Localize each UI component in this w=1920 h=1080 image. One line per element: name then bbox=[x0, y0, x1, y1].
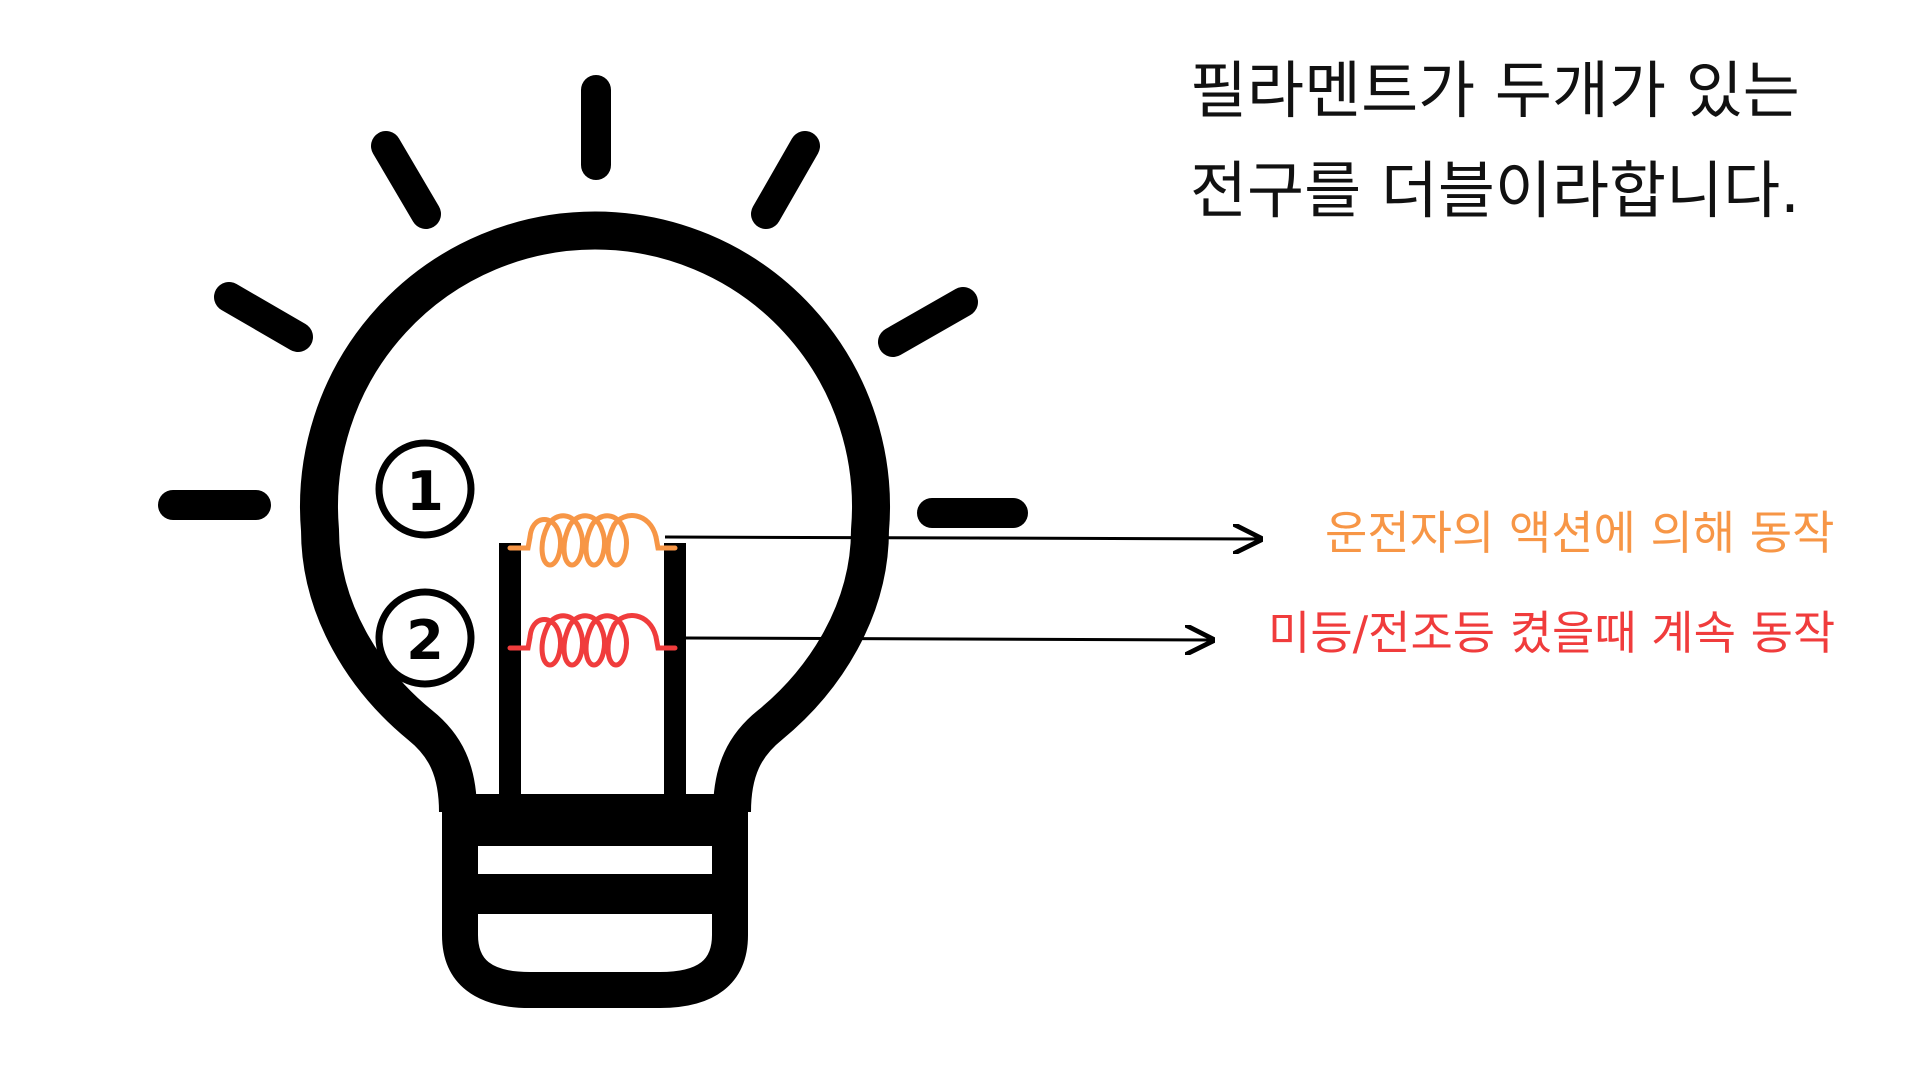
filament-supports bbox=[499, 543, 686, 821]
filament-1-label: 운전자의 액션에 의해 동작 bbox=[1325, 506, 1835, 560]
light-ray-icon bbox=[371, 131, 441, 229]
arrow-right-icon bbox=[685, 638, 1212, 640]
title-line-1: 필라멘트가 두개가 있는 bbox=[1190, 54, 1800, 127]
light-rays bbox=[158, 75, 1028, 528]
filament-2-coil bbox=[507, 613, 678, 668]
light-ray-icon bbox=[751, 131, 820, 229]
filament-1-badge: 1 bbox=[375, 439, 475, 539]
filament-1-number: 1 bbox=[406, 460, 444, 523]
light-bulb-icon bbox=[300, 211, 890, 813]
filament-2-badge: 2 bbox=[375, 588, 475, 688]
filament-1-coil bbox=[507, 513, 678, 568]
bulb-base bbox=[442, 794, 748, 1008]
filament-2-label: 미등/전조등 켰을때 계속 동작 bbox=[1268, 606, 1836, 660]
filament-2-number: 2 bbox=[406, 609, 444, 672]
arrow-right-icon bbox=[664, 537, 1260, 539]
light-ray-icon bbox=[214, 282, 313, 352]
light-ray-icon bbox=[878, 287, 978, 357]
title-line-2: 전구를 더블이라합니다. bbox=[1190, 154, 1800, 227]
